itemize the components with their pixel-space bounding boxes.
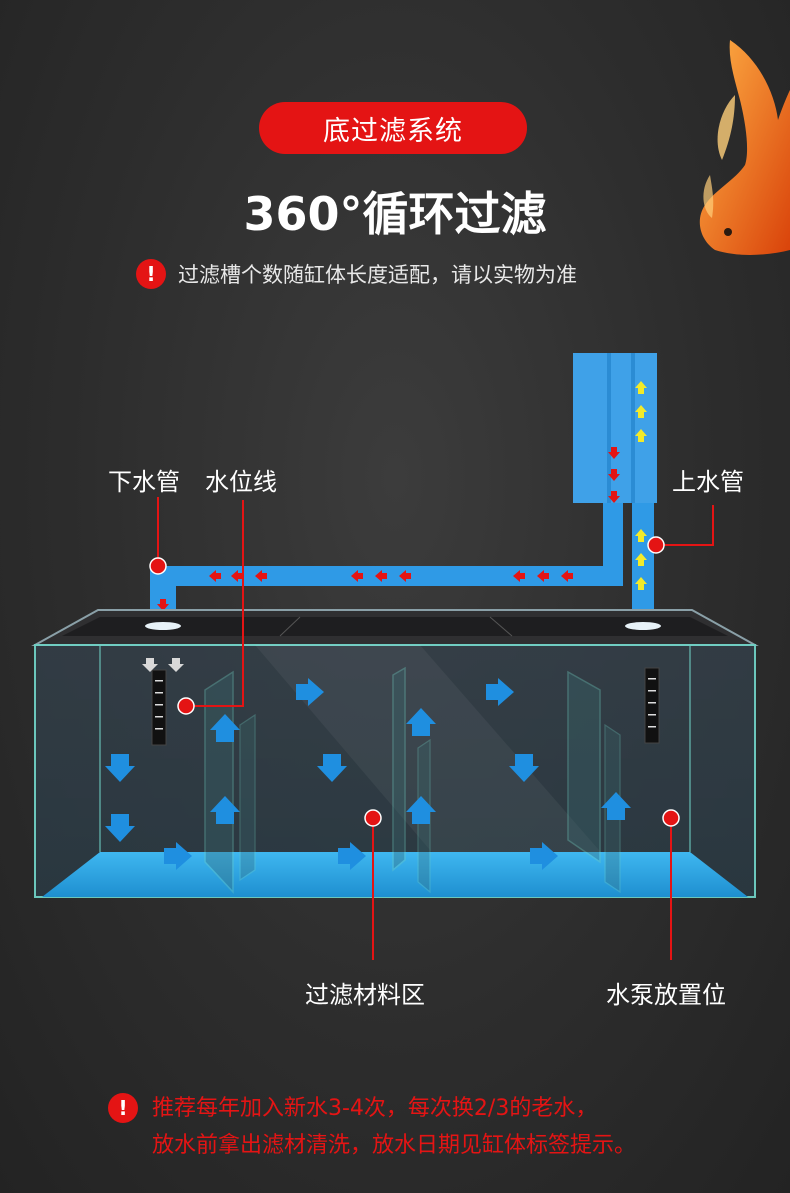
aquarium-tank — [31, 609, 759, 898]
pump-box — [573, 353, 657, 503]
notice-text: 过滤槽个数随缸体长度适配，请以实物为准 — [178, 263, 577, 287]
footer-note: ! 推荐每年加入新水3-4次，每次换2/3的老水， 放水前拿出滤材清洗，放水日期… — [108, 1090, 636, 1164]
warning-icon: ! — [136, 259, 166, 289]
callouts — [157, 497, 714, 960]
label-drain-pipe: 下水管 — [108, 468, 180, 496]
callout-dots — [149, 536, 680, 827]
title-badge: 底过滤系统 — [259, 102, 527, 154]
goldfish-decoration — [699, 40, 790, 255]
notice: ! 过滤槽个数随缸体长度适配，请以实物为准 — [136, 259, 577, 289]
footer-line-1: 推荐每年加入新水3-4次，每次换2/3的老水， — [152, 1096, 598, 1121]
label-filter-zone: 过滤材料区 — [305, 981, 425, 1009]
headline: 360°循环过滤 — [243, 187, 547, 241]
pipes — [150, 503, 654, 622]
title-text: 底过滤系统 — [323, 115, 463, 147]
label-water-line: 水位线 — [205, 468, 277, 496]
label-inlet-pipe: 上水管 — [672, 468, 744, 496]
warning-icon: ! — [108, 1093, 138, 1123]
footer-line-2: 放水前拿出滤材清洗，放水日期见缸体标签提示。 — [152, 1133, 637, 1158]
label-pump-zone: 水泵放置位 — [606, 981, 726, 1009]
